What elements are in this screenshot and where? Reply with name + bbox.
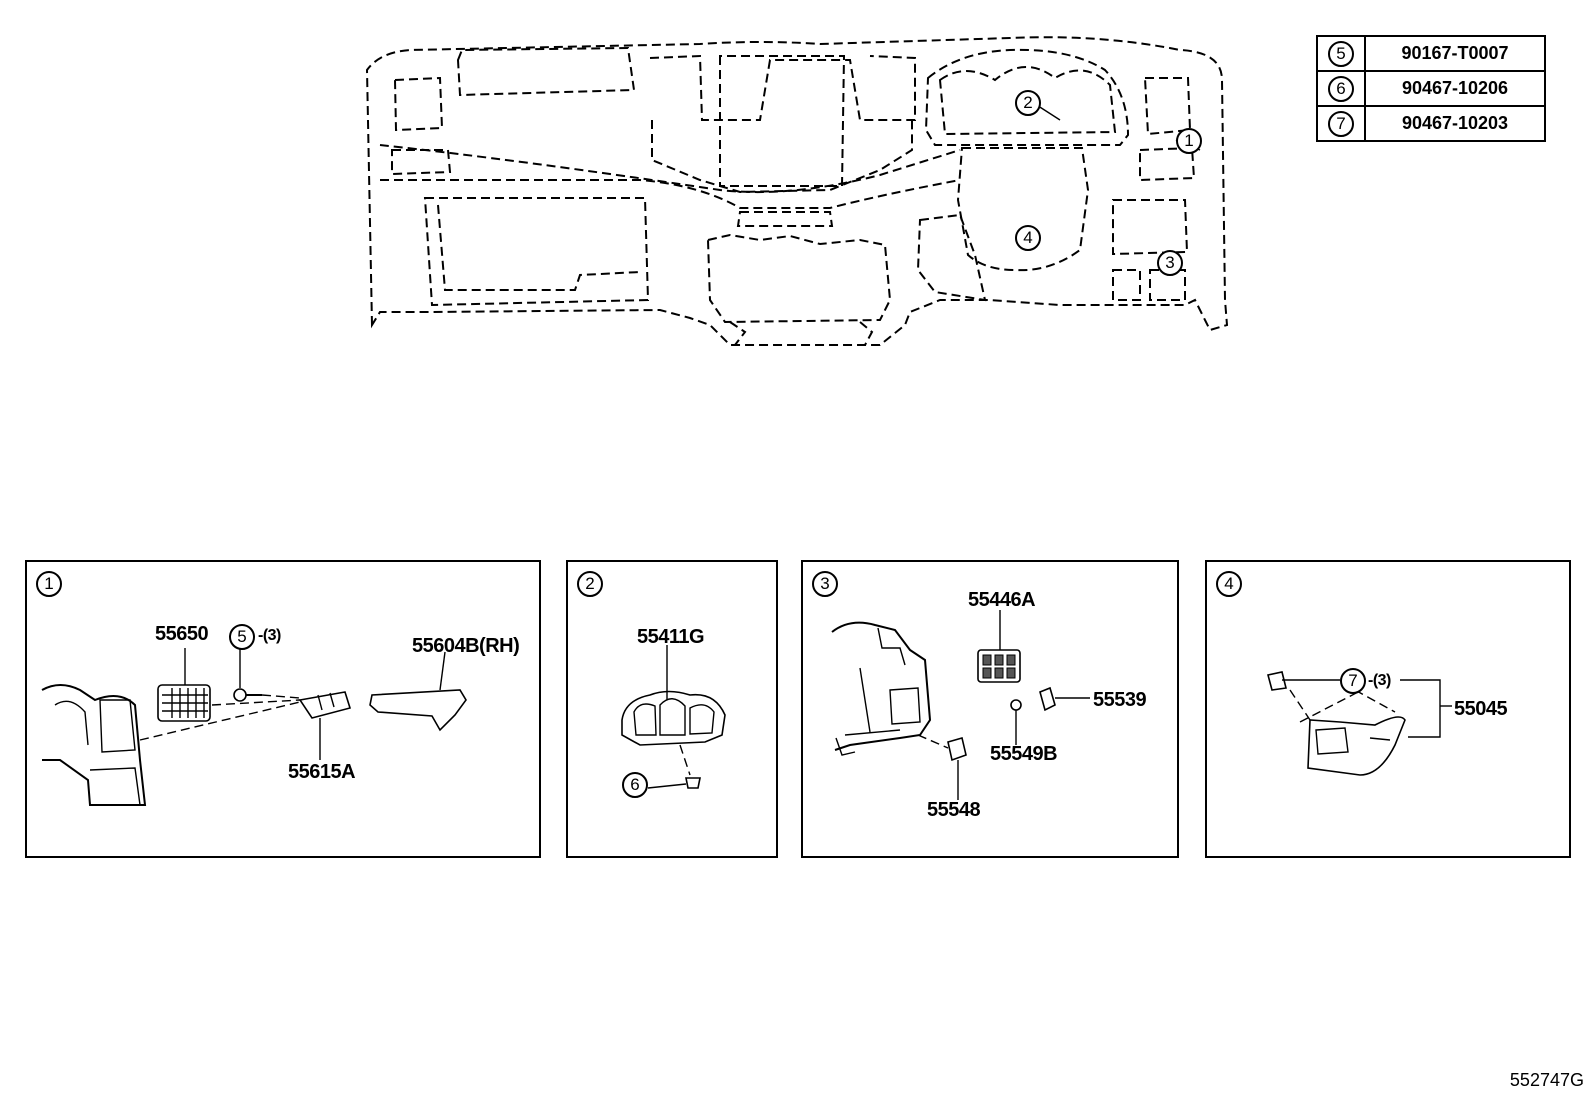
diagram-code: 552747G bbox=[1509, 1070, 1584, 1090]
table-row: 6 90467-10206 bbox=[1316, 70, 1546, 107]
part-label-55446a[interactable]: 55446A bbox=[968, 589, 1036, 611]
fastener-quantity: -(3) bbox=[258, 627, 281, 644]
part-label-55539[interactable]: 55539 bbox=[1093, 689, 1147, 711]
ref-part-number[interactable]: 90467-10203 bbox=[1364, 105, 1546, 142]
overview-callout-3: 3 bbox=[1157, 250, 1183, 276]
ref-number-7: 7 bbox=[1328, 110, 1354, 137]
part-label-55549b[interactable]: 55549B bbox=[990, 743, 1058, 765]
table-row: 5 90167-T0007 bbox=[1316, 35, 1546, 72]
fastener-callout-5: 5 bbox=[229, 624, 255, 650]
detail-panel-1 bbox=[25, 560, 541, 858]
detail-panel-4 bbox=[1205, 560, 1571, 858]
ref-part-number[interactable]: 90167-T0007 bbox=[1364, 35, 1546, 72]
ref-number-6: 6 bbox=[1328, 75, 1354, 102]
ref-part-number[interactable]: 90467-10206 bbox=[1364, 70, 1546, 107]
part-label-55548[interactable]: 55548 bbox=[927, 799, 981, 821]
fastener-callout-6: 6 bbox=[622, 772, 648, 798]
panel-3-id: 3 bbox=[812, 571, 838, 597]
panel-2-id: 2 bbox=[577, 571, 603, 597]
panel-1-id: 1 bbox=[36, 571, 62, 597]
part-label-55604b-rh[interactable]: 55604B(RH) bbox=[412, 635, 520, 657]
fastener-quantity: -(3) bbox=[1368, 672, 1391, 689]
part-label-55045[interactable]: 55045 bbox=[1454, 698, 1508, 720]
fastener-reference-table: 5 90167-T0007 6 90467-10206 7 90467-1020… bbox=[1316, 35, 1546, 142]
table-row: 7 90467-10203 bbox=[1316, 105, 1546, 142]
part-label-55411g[interactable]: 55411G bbox=[637, 626, 705, 648]
part-label-55650[interactable]: 55650 bbox=[155, 623, 209, 645]
overview-callout-1: 1 bbox=[1176, 128, 1202, 154]
fastener-callout-7: 7 bbox=[1340, 668, 1366, 694]
ref-number-5: 5 bbox=[1328, 40, 1354, 67]
overview-callout-4: 4 bbox=[1015, 225, 1041, 251]
part-label-55615a[interactable]: 55615A bbox=[288, 761, 356, 783]
detail-panel-2 bbox=[566, 560, 778, 858]
overview-callout-2: 2 bbox=[1015, 90, 1041, 116]
detail-panel-3 bbox=[801, 560, 1179, 858]
panel-4-id: 4 bbox=[1216, 571, 1242, 597]
